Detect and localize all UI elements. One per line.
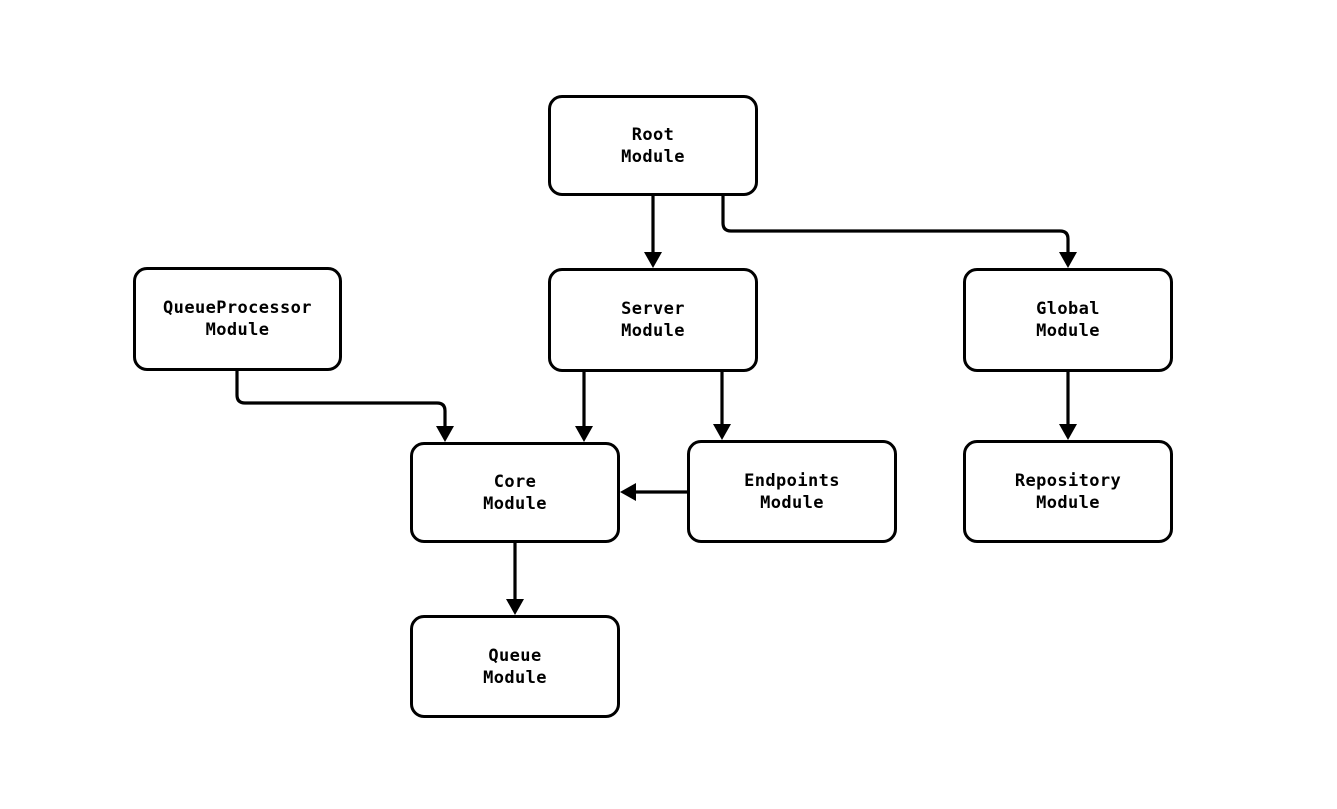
edge-server-core — [575, 372, 593, 442]
node-server-name: Server — [621, 299, 685, 319]
node-queue-kind: Module — [483, 667, 547, 688]
edge-server-endpoints — [713, 372, 731, 440]
node-endpoints-name: Endpoints — [744, 470, 840, 491]
node-queueprocessor-kind: Module — [205, 320, 270, 340]
edge-root-global — [721, 196, 1077, 268]
node-root-name: Root — [631, 124, 675, 145]
node-queueprocessor-name: QueueProcessor — [163, 298, 312, 318]
node-global-kind: Module — [1036, 321, 1100, 341]
edge-queueprocessor-core — [235, 371, 454, 442]
edge-root-server — [644, 196, 662, 268]
node-repository-kind: Module — [1036, 492, 1100, 513]
node-server-kind: Module — [621, 321, 685, 341]
edge-core-queue — [506, 543, 524, 615]
edge-server-endpoints-arrowhead — [713, 424, 731, 440]
edge-global-repository — [1059, 372, 1077, 440]
node-queue-name: Queue — [488, 645, 542, 666]
edge-queueprocessor-core-arrowhead — [436, 426, 454, 442]
edge-core-queue-arrowhead — [506, 599, 524, 615]
node-global-name: Global — [1036, 299, 1100, 319]
edge-queueprocessor-core-line — [235, 371, 447, 430]
node-core-kind: Module — [483, 493, 547, 514]
edge-endpoints-core — [620, 483, 687, 501]
edge-root-server-arrowhead — [644, 252, 662, 268]
edge-root-global-arrowhead — [1059, 252, 1077, 268]
node-endpoints-kind: Module — [760, 492, 824, 513]
edge-global-repository-arrowhead — [1059, 424, 1077, 440]
edge-root-global-line — [721, 196, 1070, 256]
node-repository-name: Repository — [1014, 470, 1122, 491]
edge-endpoints-core-arrowhead — [620, 483, 636, 501]
node-root-kind: Module — [621, 146, 685, 167]
edge-server-core-arrowhead — [575, 426, 593, 442]
node-core-name: Core — [493, 471, 537, 492]
